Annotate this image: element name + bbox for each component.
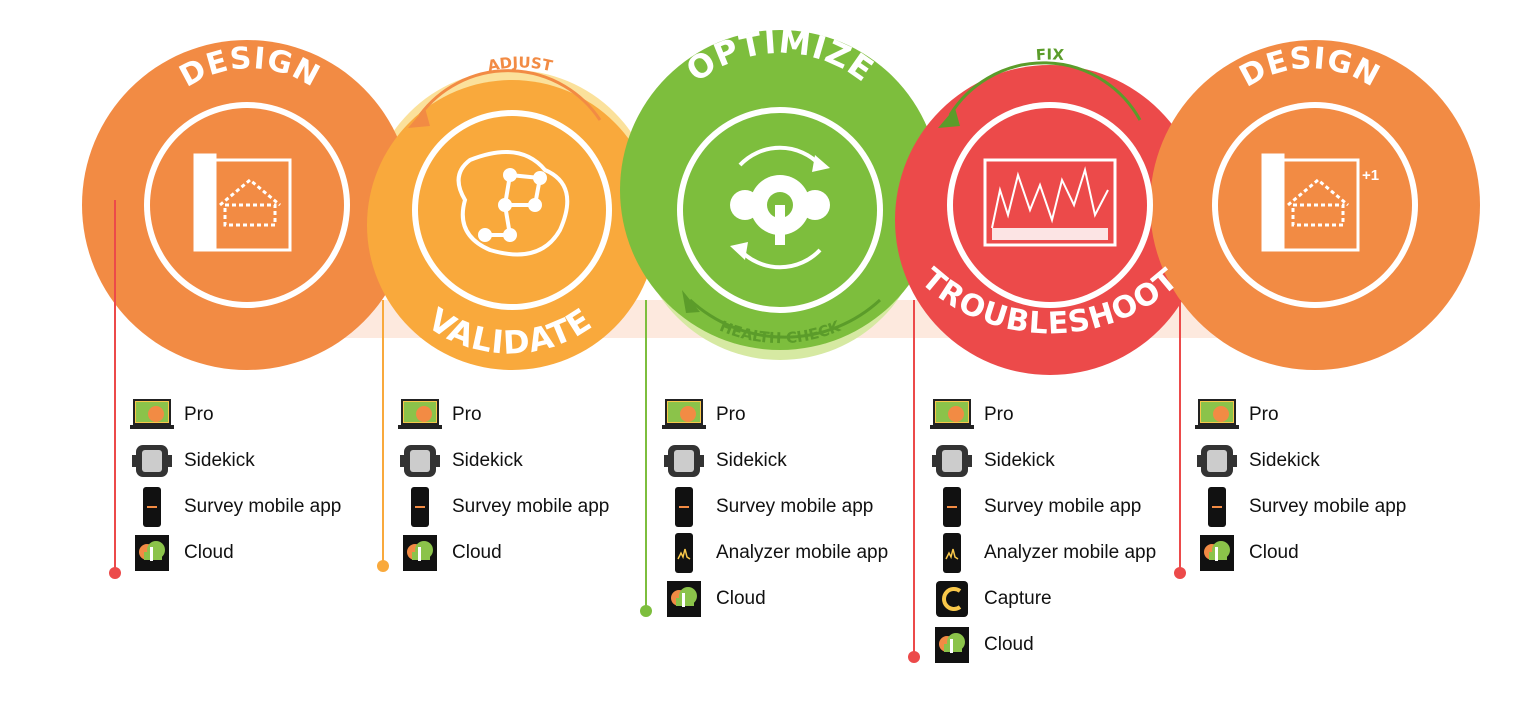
tool-item: Cloud — [130, 530, 390, 576]
sidekick-device-icon — [662, 443, 706, 479]
tool-label: Survey mobile app — [184, 496, 342, 517]
tool-item: Survey mobile app — [662, 484, 922, 530]
tool-item: Pro — [398, 392, 658, 438]
troubleshoot-disc — [953, 108, 1147, 302]
sidekick-device-icon — [398, 443, 442, 479]
cloud-icon — [662, 581, 706, 617]
tool-item: Sidekick — [662, 438, 922, 484]
tool-label: Pro — [716, 404, 746, 425]
spectrum-chart-icon — [983, 158, 1117, 247]
laptop-icon — [1195, 397, 1239, 433]
health-check-arrow — [688, 298, 882, 339]
tool-label: Pro — [452, 404, 482, 425]
tool-label: Cloud — [984, 634, 1034, 655]
tool-label: Cloud — [184, 542, 234, 563]
tool-item: Pro — [930, 392, 1190, 438]
cloud-icon — [930, 627, 974, 663]
capture-icon — [930, 581, 974, 617]
tool-label: Survey mobile app — [452, 496, 610, 517]
validate-disc — [418, 116, 606, 304]
tool-label: Analyzer mobile app — [716, 542, 889, 563]
sidekick-device-icon — [930, 443, 974, 479]
tool-item: Survey mobile app — [130, 484, 390, 530]
tool-item: Survey mobile app — [1195, 484, 1455, 530]
tool-label: Pro — [984, 404, 1014, 425]
tool-label: Pro — [184, 404, 214, 425]
phone-icon — [930, 487, 974, 527]
tool-label: Survey mobile app — [984, 496, 1142, 517]
sidekick-device-icon — [1195, 443, 1239, 479]
tool-label: Cloud — [716, 588, 766, 609]
tool-label: Cloud — [452, 542, 502, 563]
laptop-icon — [130, 397, 174, 433]
tool-item: Sidekick — [1195, 438, 1455, 484]
tool-item: Survey mobile app — [930, 484, 1190, 530]
blueprint-icon — [193, 153, 292, 252]
tool-item: Pro — [130, 392, 390, 438]
tool-label: Sidekick — [184, 450, 255, 471]
adjust-arrow — [418, 69, 602, 121]
tool-item: Analyzer mobile app — [930, 530, 1190, 576]
laptop-icon — [398, 397, 442, 433]
tool-item: Sidekick — [930, 438, 1190, 484]
tool-item: Survey mobile app — [398, 484, 658, 530]
tool-label: Sidekick — [716, 450, 787, 471]
tool-item: Cloud — [1195, 530, 1455, 576]
tool-label: Capture — [984, 588, 1052, 609]
laptop-icon — [662, 397, 706, 433]
phone-icon — [398, 487, 442, 527]
phone-spectrum-icon — [930, 533, 974, 573]
tool-label: Pro — [1249, 404, 1279, 425]
tool-item: Pro — [662, 392, 922, 438]
tool-label: Sidekick — [984, 450, 1055, 471]
gears-icon — [730, 145, 830, 270]
tool-label: Survey mobile app — [716, 496, 874, 517]
tool-label: Analyzer mobile app — [984, 542, 1157, 563]
tool-item: Sidekick — [398, 438, 658, 484]
svg-text:FIX: FIX — [1035, 45, 1065, 64]
network-map-icon — [456, 150, 570, 257]
tool-item: Pro — [1195, 392, 1455, 438]
tool-label: Survey mobile app — [1249, 496, 1407, 517]
cloud-icon — [398, 535, 442, 571]
phone-spectrum-icon — [662, 533, 706, 573]
phone-icon — [1195, 487, 1239, 527]
cloud-icon — [130, 535, 174, 571]
blueprint-icon — [1261, 153, 1360, 252]
tool-label: Sidekick — [1249, 450, 1320, 471]
tool-item: Capture — [930, 576, 1190, 622]
tool-label: Cloud — [1249, 542, 1299, 563]
tool-item: Sidekick — [130, 438, 390, 484]
phone-icon — [662, 487, 706, 527]
tool-item: Cloud — [662, 576, 922, 622]
fix-arrow — [948, 61, 1142, 121]
plus-one: +1 — [1362, 167, 1379, 184]
sidekick-device-icon — [130, 443, 174, 479]
loop-label-fix: FIX — [1035, 45, 1065, 64]
tool-label: Sidekick — [452, 450, 523, 471]
tool-item: Cloud — [930, 622, 1190, 668]
laptop-icon — [930, 397, 974, 433]
phone-icon — [130, 487, 174, 527]
tool-item: Cloud — [398, 530, 658, 576]
cloud-icon — [1195, 535, 1239, 571]
tool-item: Analyzer mobile app — [662, 530, 922, 576]
